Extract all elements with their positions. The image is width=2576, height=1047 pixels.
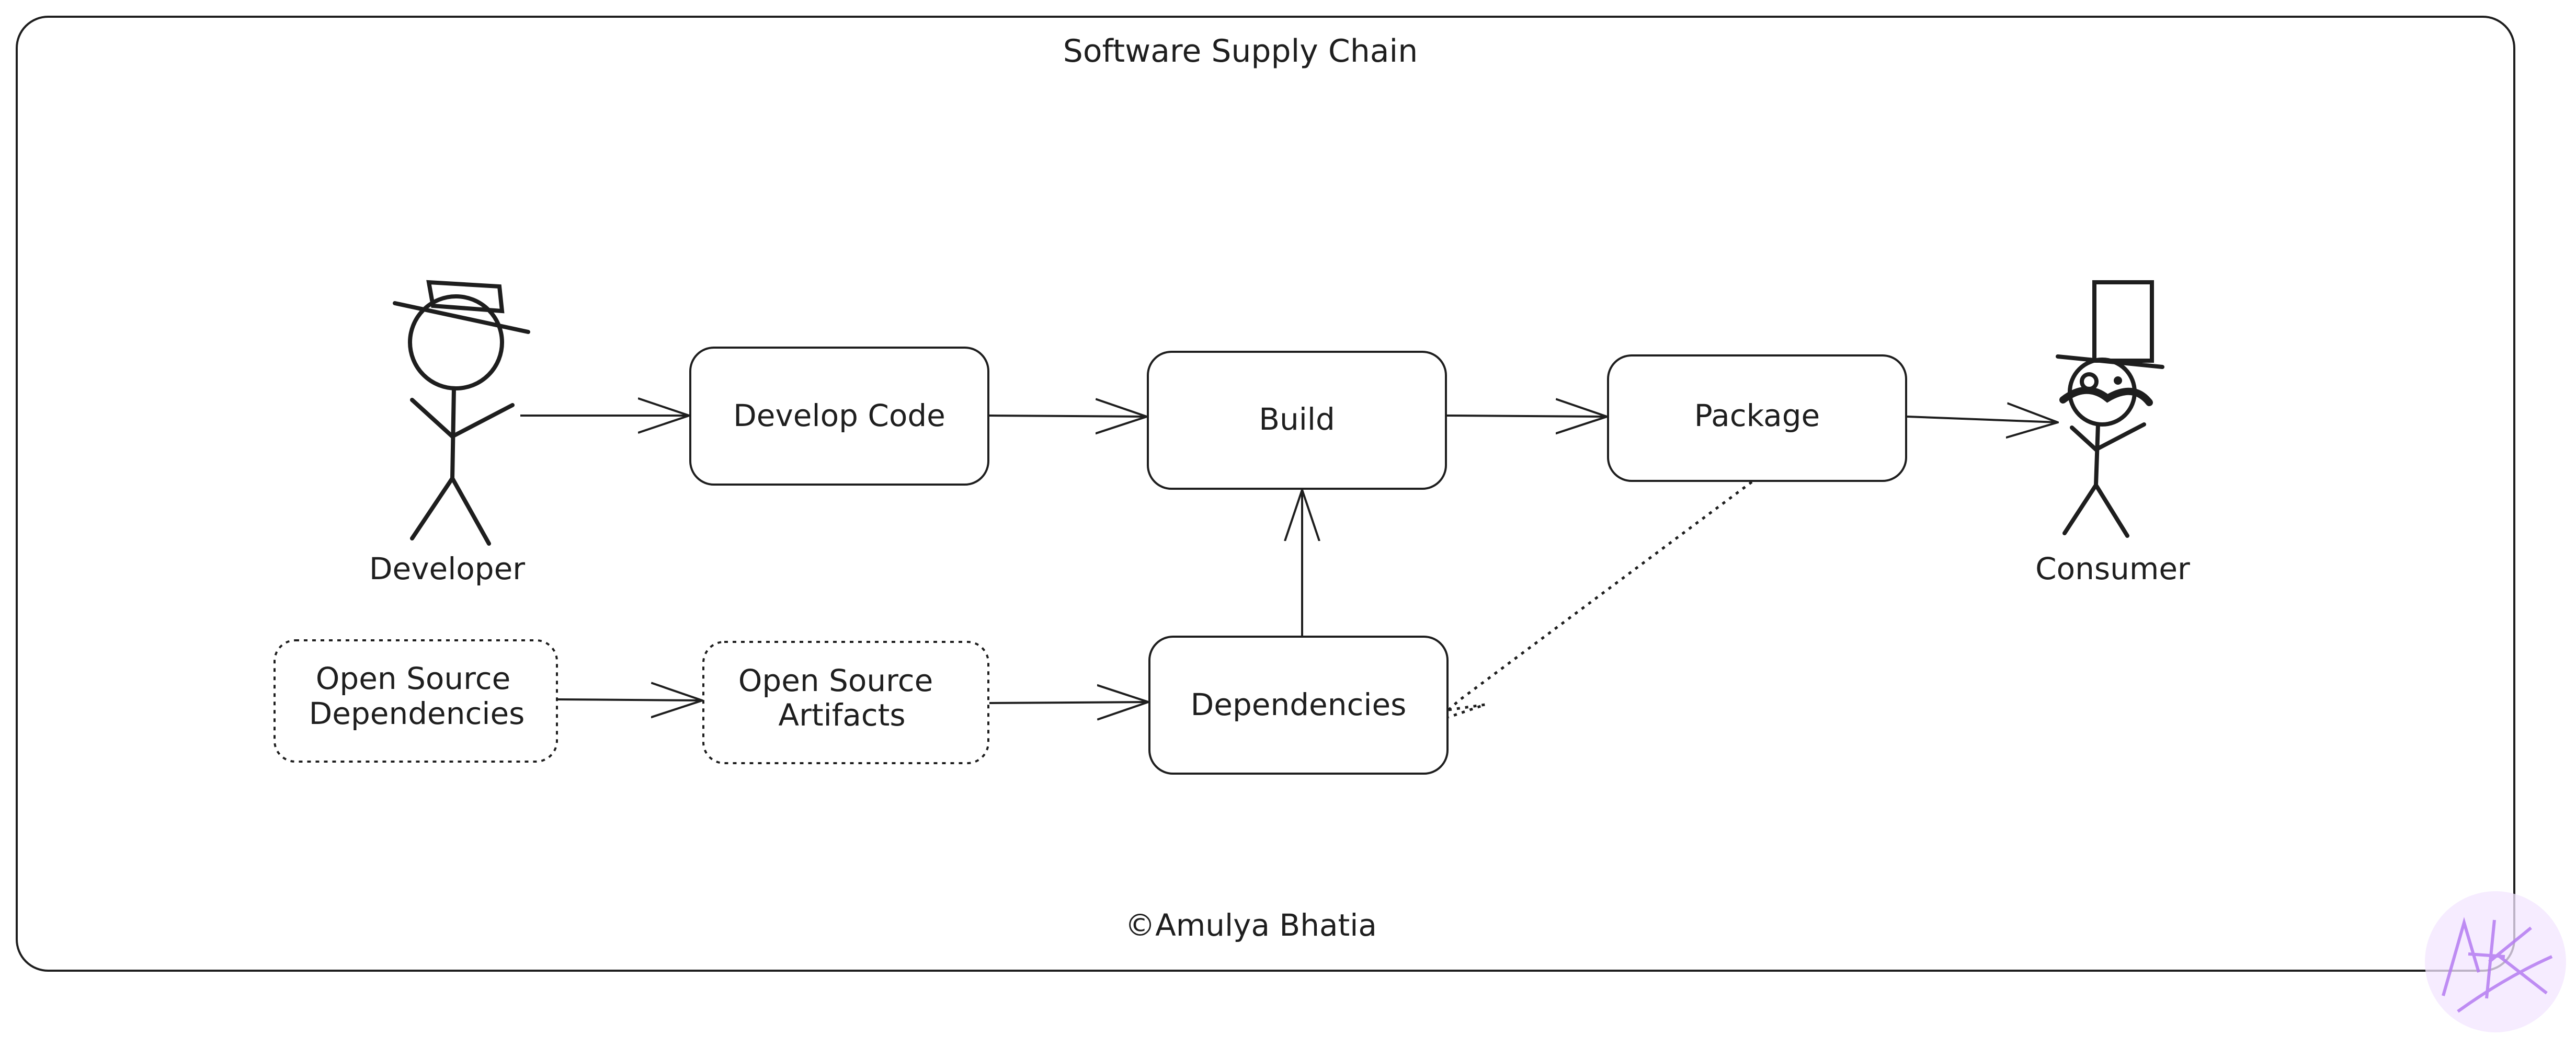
dotted-link-hook — [1448, 703, 1486, 719]
os-dependencies-line-1: Open Source — [316, 661, 511, 696]
dotted-link-package-to-dependencies — [1447, 480, 1753, 711]
package-label: Package — [1694, 398, 1820, 433]
package-node: Package — [1607, 354, 1907, 482]
os-artifacts-line-2: Artifacts — [778, 697, 905, 733]
arrow-os-dependencies-to-os-artifacts — [557, 699, 702, 700]
copyright-text: ©Amulya Bhatia — [1125, 907, 1377, 943]
develop-code-node: Develop Code — [689, 347, 989, 486]
open-source-dependencies-node: Open Source Dependencies — [273, 639, 558, 763]
os-artifacts-line-1: Open Source — [738, 663, 933, 698]
build-node: Build — [1147, 351, 1447, 490]
open-source-artifacts-node: Open Source Artifacts — [702, 641, 989, 764]
arrow-build-to-package — [1446, 416, 1607, 417]
dependencies-node: Dependencies — [1148, 636, 1449, 775]
consumer-figure-icon — [2056, 280, 2164, 538]
arrow-develop-code-to-build — [989, 416, 1147, 417]
arrow-os-artifacts-to-dependencies — [989, 702, 1148, 703]
dependencies-label: Dependencies — [1191, 687, 1407, 722]
consumer-label: Consumer — [2035, 551, 2190, 586]
arrow-package-to-consumer — [1907, 417, 2058, 422]
os-dependencies-line-2: Dependencies — [309, 696, 525, 731]
develop-code-label: Develop Code — [733, 398, 945, 433]
watermark-logo-icon — [2425, 891, 2566, 1032]
developer-label: Developer — [369, 551, 525, 586]
outer-frame — [16, 16, 2515, 972]
build-label: Build — [1259, 401, 1335, 437]
diagram-title: Software Supply Chain — [1063, 33, 1418, 70]
developer-figure-icon — [393, 280, 530, 546]
